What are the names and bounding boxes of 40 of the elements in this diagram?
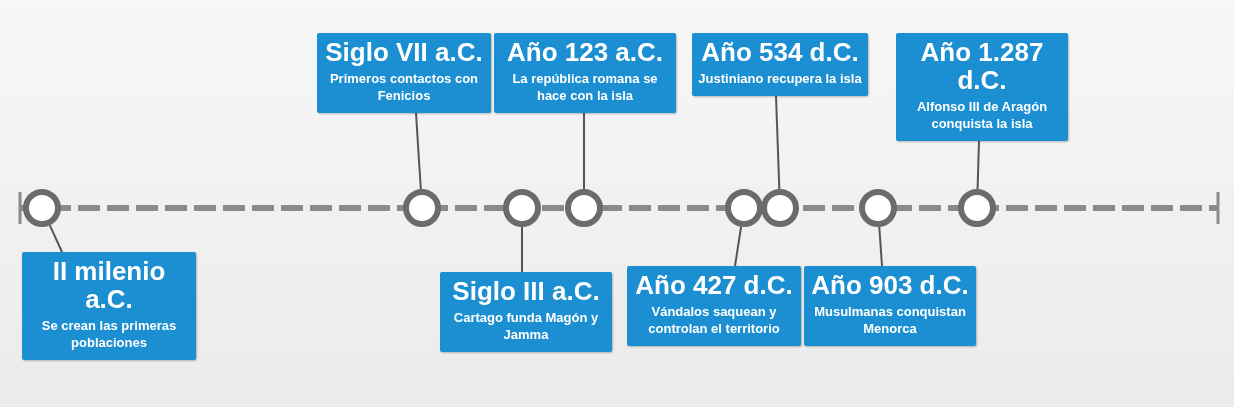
leader-line: [878, 225, 883, 267]
event-box: [317, 33, 491, 113]
event-description: Se crean las primeras poblaciones: [40, 318, 178, 352]
event-description: Justiniano recupera la isla: [698, 71, 862, 88]
timeline-marker: [958, 189, 996, 227]
event-description: Cartago funda Magón y Jamma: [452, 310, 600, 344]
event-description: Alfonso III de Aragón conquista la isla: [915, 99, 1049, 133]
timeline-marker: [725, 189, 763, 227]
event-date: Siglo VII a.C.: [324, 38, 484, 67]
event-box: [692, 33, 868, 96]
timeline-marker: [859, 189, 897, 227]
event-box: [494, 33, 676, 113]
event-date: Año 123 a.C.: [505, 38, 665, 67]
event-box: [627, 266, 801, 346]
leader-line: [734, 225, 743, 267]
leader-line: [521, 226, 523, 273]
timeline-marker: [503, 189, 541, 227]
event-date: Año 1.287 d.C.: [919, 38, 1045, 95]
timeline-marker: [565, 189, 603, 227]
event-date: Siglo III a.C.: [451, 277, 601, 306]
leader-line: [976, 140, 980, 190]
leader-line: [583, 112, 585, 190]
event-description: Musulmanas conquistan Menorca: [813, 304, 967, 338]
event-date: Año 903 d.C.: [810, 271, 970, 300]
timeline-marker: [403, 189, 441, 227]
leader-line: [415, 112, 422, 191]
leader-line: [775, 95, 781, 190]
event-date: II milenio a.C.: [51, 257, 167, 314]
event-description: Vándalos saquean y controlan el territorio: [647, 304, 781, 338]
event-description: Primeros contactos con Fenicios: [328, 71, 480, 105]
event-description: La república romana se hace con la isla: [511, 71, 659, 105]
leader-line: [48, 224, 63, 253]
event-date: Año 534 d.C.: [700, 38, 860, 67]
event-date: Año 427 d.C.: [634, 271, 794, 300]
timeline-marker: [23, 189, 61, 227]
event-box: [22, 252, 196, 360]
event-box: [440, 272, 612, 352]
event-box: [804, 266, 976, 346]
timeline-marker: [761, 189, 799, 227]
event-box: [896, 33, 1068, 141]
